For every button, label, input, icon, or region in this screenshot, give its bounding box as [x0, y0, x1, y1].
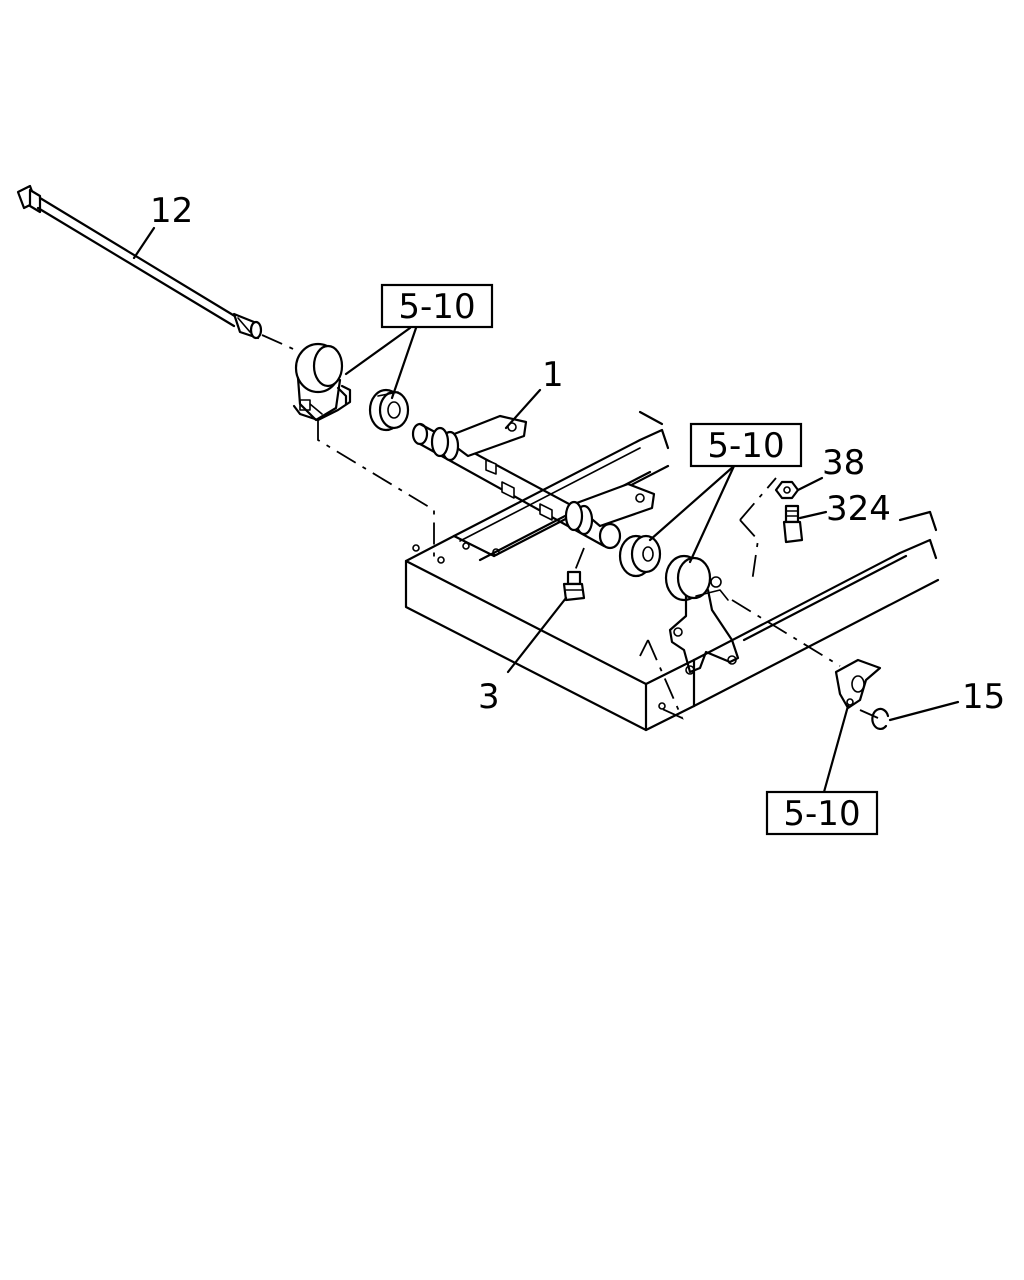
right-lever-plate	[834, 658, 882, 710]
ref-box-right: 5-10	[689, 422, 803, 468]
ref-box-right-text: 5-10	[707, 426, 784, 466]
right-bracket	[664, 554, 740, 675]
ref-box-upper-left: 5-10	[380, 283, 494, 329]
cross-shaft-part-1	[411, 414, 656, 550]
label-part-12: 12	[150, 191, 193, 231]
ref-box-upper-left-text: 5-10	[398, 287, 475, 327]
assembly-lines	[261, 334, 879, 720]
clip-ring-part-15	[871, 707, 890, 731]
grease-nipple-part-3	[562, 570, 586, 602]
label-part-324: 324	[826, 489, 891, 529]
label-part-1: 1	[542, 355, 564, 395]
label-part-3: 3	[478, 677, 500, 717]
right-bushing	[618, 534, 662, 578]
label-part-15: 15	[962, 677, 1005, 717]
label-part-38: 38	[822, 443, 865, 483]
nut-part-38	[774, 480, 800, 500]
left-bracket	[292, 342, 352, 422]
bolt-part-324	[782, 504, 804, 544]
left-bushing	[368, 388, 410, 432]
ref-box-lower-text: 5-10	[783, 794, 860, 834]
leader-lines	[132, 226, 960, 794]
tie-rod-part-12	[16, 184, 263, 340]
ref-box-lower: 5-10	[765, 790, 879, 836]
